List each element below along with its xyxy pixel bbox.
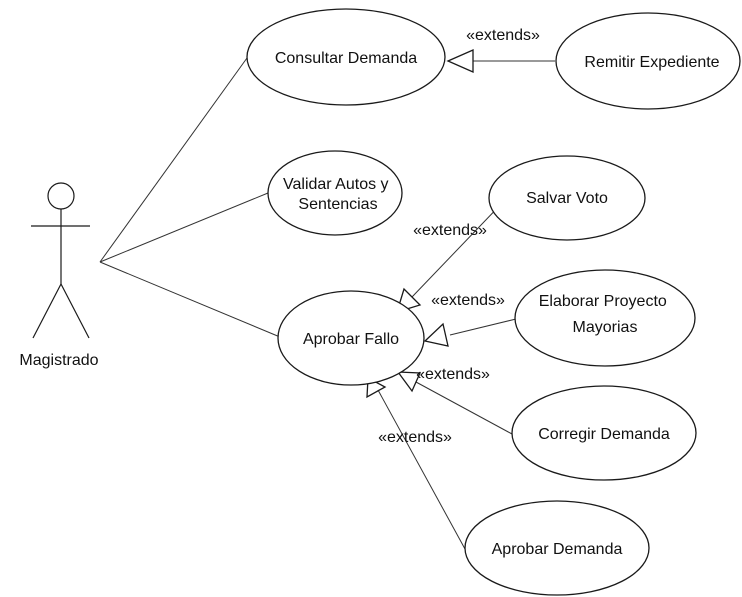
use-case-remitir-expediente[interactable]: Remitir Expediente — [555, 12, 741, 110]
actor-label: Magistrado — [19, 352, 98, 369]
extends-line-corregir-demanda — [415, 381, 513, 435]
use-case-label: Validar Autos y Sentencias — [283, 176, 393, 213]
use-case-label-line-1: Validar Autos y — [283, 176, 389, 193]
extends-label-corregir-demanda: «extends» — [416, 366, 490, 383]
extends-label-salvar-voto: «extends» — [413, 222, 487, 239]
extends-label-remitir-expediente: «extends» — [466, 27, 540, 44]
use-case-elaborar-proyecto[interactable]: Elaborar Proyecto Mayorias — [514, 269, 696, 367]
extends-line-aprobar-demanda — [377, 389, 466, 550]
use-case-validar-autos[interactable]: Validar Autos y Sentencias — [267, 150, 403, 236]
extends-arrowhead-corregir-demanda — [396, 371, 421, 393]
actor-magistrado[interactable]: Magistrado — [19, 182, 99, 369]
extends-label-aprobar-demanda: «extends» — [378, 429, 452, 446]
extends-line-salvar-voto — [411, 199, 506, 298]
use-case-label: Remitir Expediente — [584, 54, 719, 71]
use-case-corregir-demanda[interactable]: Corregir Demanda — [511, 385, 697, 481]
actor-head — [47, 182, 75, 210]
use-case-aprobar-demanda[interactable]: Aprobar Demanda — [464, 500, 650, 596]
extends-arrowhead-elaborar-proyecto — [423, 322, 449, 347]
extends-line-elaborar-proyecto — [449, 318, 517, 336]
association-validar-autos — [99, 192, 269, 263]
use-case-label: Aprobar Demanda — [492, 541, 623, 558]
use-case-label-line-2: Mayorias — [573, 319, 638, 336]
association-consultar-demanda — [99, 57, 248, 263]
extends-label-elaborar-proyecto: «extends» — [431, 292, 505, 309]
use-case-salvar-voto[interactable]: Salvar Voto — [488, 155, 646, 241]
extends-arrowhead-remitir-expediente — [446, 49, 474, 73]
use-case-label: Consultar Demanda — [275, 50, 417, 67]
use-case-label-line-1: Elaborar Proyecto — [539, 293, 667, 310]
use-case-label: Salvar Voto — [526, 190, 608, 207]
use-case-label: Aprobar Fallo — [303, 331, 399, 348]
association-aprobar-fallo — [99, 261, 281, 338]
use-case-aprobar-fallo[interactable]: Aprobar Fallo — [277, 290, 425, 386]
use-case-label: Corregir Demanda — [538, 426, 670, 443]
use-case-label: Elaborar Proyecto Mayorias — [539, 293, 672, 336]
actor-right-leg — [60, 283, 90, 339]
use-case-consultar-demanda[interactable]: Consultar Demanda — [246, 8, 446, 106]
use-case-label-line-2: Sentencias — [298, 196, 377, 213]
actor-left-leg — [32, 283, 62, 339]
